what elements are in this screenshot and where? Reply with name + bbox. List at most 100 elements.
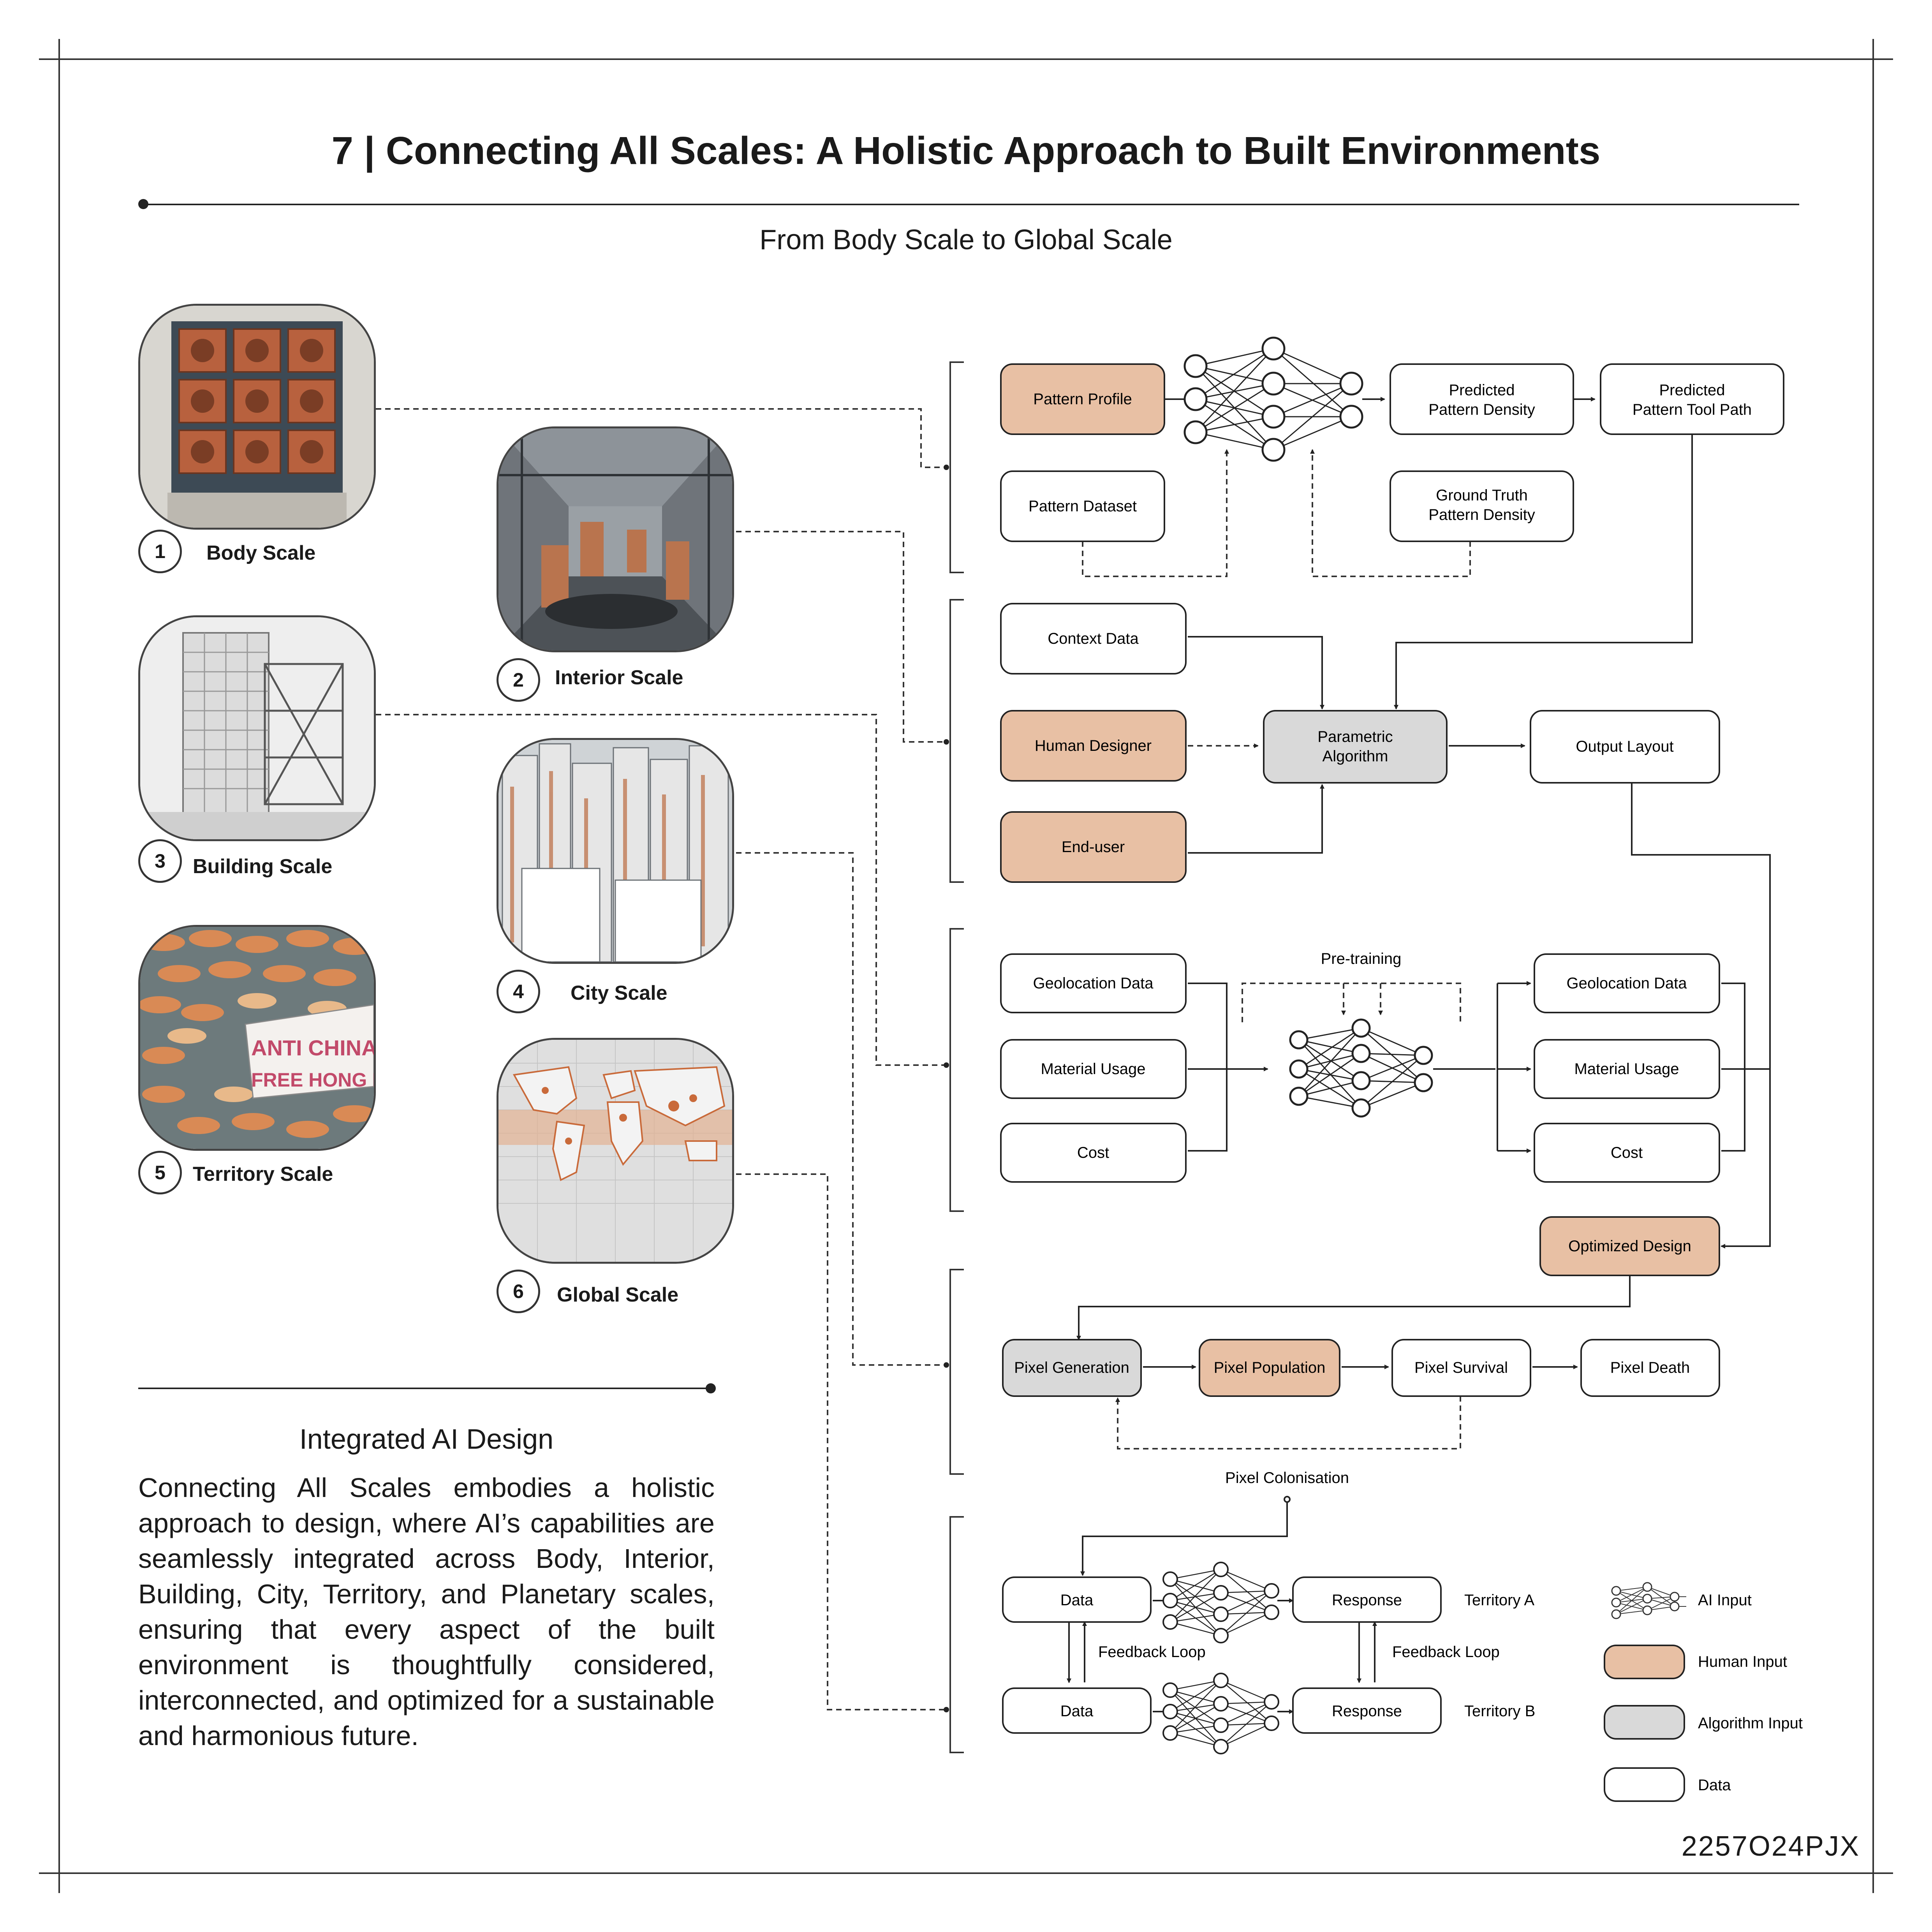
pixel-population-node (1199, 1339, 1340, 1397)
node-label: Data (1060, 1703, 1094, 1720)
feedback-loop-left: Feedback Loop (1098, 1643, 1206, 1661)
predicted-density-node (1390, 363, 1574, 435)
drawing-code: 2257O24PJX (1681, 1831, 1860, 1862)
territory-data-a-node (1002, 1576, 1152, 1623)
predicted-toolpath-node (1600, 363, 1784, 435)
body-scale-image (138, 304, 376, 530)
node-label: Pixel Survival (1414, 1359, 1508, 1376)
section-title: Integrated AI Design (299, 1424, 554, 1455)
section-rule-dot (706, 1383, 716, 1393)
scale-badge-4: 4 (497, 970, 540, 1013)
frame-bottom (39, 1872, 1893, 1874)
geolocation-out-node (1534, 953, 1720, 1013)
node-label: Human Designer (1035, 737, 1152, 754)
body-nn (1195, 348, 1352, 451)
section-brackets (949, 361, 964, 1753)
node-label: Context Data (1048, 630, 1139, 647)
pixel-survival-node (1391, 1339, 1531, 1397)
context-data-node (1000, 603, 1187, 675)
legend-ai-label: AI Input (1698, 1592, 1752, 1609)
pattern-dataset-node (1000, 470, 1165, 542)
interior-scale-image (497, 426, 734, 652)
scale-label-body: Body Scale (206, 542, 316, 564)
territory-response-b-node (1292, 1687, 1442, 1734)
node-label: Parametric (1317, 728, 1393, 745)
cost-out-node (1534, 1123, 1720, 1183)
scale-label-global: Global Scale (557, 1284, 679, 1306)
node-label: Cost (1611, 1144, 1643, 1161)
legend-human-swatch (1604, 1645, 1685, 1679)
node-label: Response (1332, 1703, 1402, 1720)
node-label: End-user (1062, 838, 1125, 856)
pretraining-label: Pre-training (1321, 950, 1402, 967)
page-subtitle: From Body Scale to Global Scale (759, 224, 1173, 255)
scale-connectors (376, 408, 946, 1710)
node-label: Pattern Density (1428, 401, 1535, 418)
scale-label-territory: Territory Scale (193, 1163, 333, 1185)
node-label: Pixel Population (1214, 1359, 1326, 1376)
node-label: Pattern Dataset (1029, 498, 1137, 515)
material-out-node (1534, 1039, 1720, 1099)
node-label: Output Layout (1576, 738, 1673, 755)
body-nn-nodes (1184, 336, 1363, 462)
pixel-colonisation-label: Pixel Colonisation (1225, 1469, 1349, 1486)
territory-data-b-node (1002, 1687, 1152, 1734)
territory-nn-b (1170, 1680, 1272, 1747)
page-title: 7 | Connecting All Scales: A Holistic Ap… (331, 129, 1601, 173)
building-scale-image (138, 615, 376, 841)
legend-human-label: Human Input (1698, 1653, 1787, 1670)
legend-algorithm-swatch (1604, 1705, 1685, 1740)
end-user-node (1000, 811, 1187, 883)
banner-line-1: ANTI CHINA (251, 1036, 374, 1060)
territory-response-a-node (1292, 1576, 1442, 1623)
scale-badge-5: 5 (138, 1151, 182, 1194)
territory-nn-a (1170, 1569, 1272, 1636)
node-label: Cost (1077, 1144, 1109, 1161)
ground-truth-node (1390, 470, 1574, 542)
node-label: Material Usage (1041, 1060, 1145, 1078)
node-label: Pattern Profile (1033, 391, 1132, 408)
material-in-node (1000, 1039, 1187, 1099)
scale-badge-3: 3 (138, 839, 182, 883)
scale-badge-2: 2 (497, 658, 540, 702)
node-label: Ground Truth (1436, 487, 1528, 504)
node-label: Pattern Density (1428, 506, 1535, 523)
section-rule (138, 1388, 711, 1389)
node-label: Optimized Design (1568, 1238, 1691, 1255)
scale-badge-6: 6 (497, 1270, 540, 1313)
node-label: Predicted (1449, 382, 1515, 399)
frame-left (58, 39, 60, 1893)
feedback-loop-right: Feedback Loop (1392, 1643, 1500, 1661)
territory-b-label: Territory B (1464, 1703, 1535, 1720)
pattern-profile-node (1000, 363, 1165, 435)
node-label: Predicted (1659, 382, 1725, 399)
cost-in-node (1000, 1123, 1187, 1183)
node-label: Pixel Death (1610, 1359, 1690, 1376)
node-label: Algorithm (1323, 748, 1388, 765)
node-label: Data (1060, 1592, 1094, 1609)
city-scale-image (497, 738, 734, 964)
parametric-algorithm-node (1263, 710, 1448, 784)
pixel-generation-node (1002, 1339, 1142, 1397)
territory-a-label: Territory A (1464, 1592, 1534, 1609)
scale-label-building: Building Scale (193, 855, 333, 878)
legend-data-swatch (1604, 1767, 1685, 1802)
frame-right (1872, 39, 1874, 1893)
legend-algorithm-label: Algorithm Input (1698, 1715, 1803, 1732)
section-paragraph: Connecting All Scales embodies a holisti… (138, 1472, 715, 1751)
scale-badge-1: 1 (138, 530, 182, 573)
building-nn (1298, 1027, 1424, 1109)
frame-top (39, 58, 1893, 60)
legend-data-label: Data (1698, 1777, 1731, 1794)
node-label: Response (1332, 1592, 1402, 1609)
geolocation-in-node (1000, 953, 1187, 1013)
scale-label-city: City Scale (571, 982, 667, 1004)
node-label: Pixel Generation (1014, 1359, 1129, 1376)
human-designer-node (1000, 710, 1187, 782)
output-layout-node (1530, 710, 1720, 784)
node-label: Geolocation Data (1033, 975, 1154, 992)
node-label: Material Usage (1574, 1060, 1679, 1078)
node-label: Pattern Tool Path (1633, 401, 1752, 418)
title-rule (144, 204, 1799, 205)
